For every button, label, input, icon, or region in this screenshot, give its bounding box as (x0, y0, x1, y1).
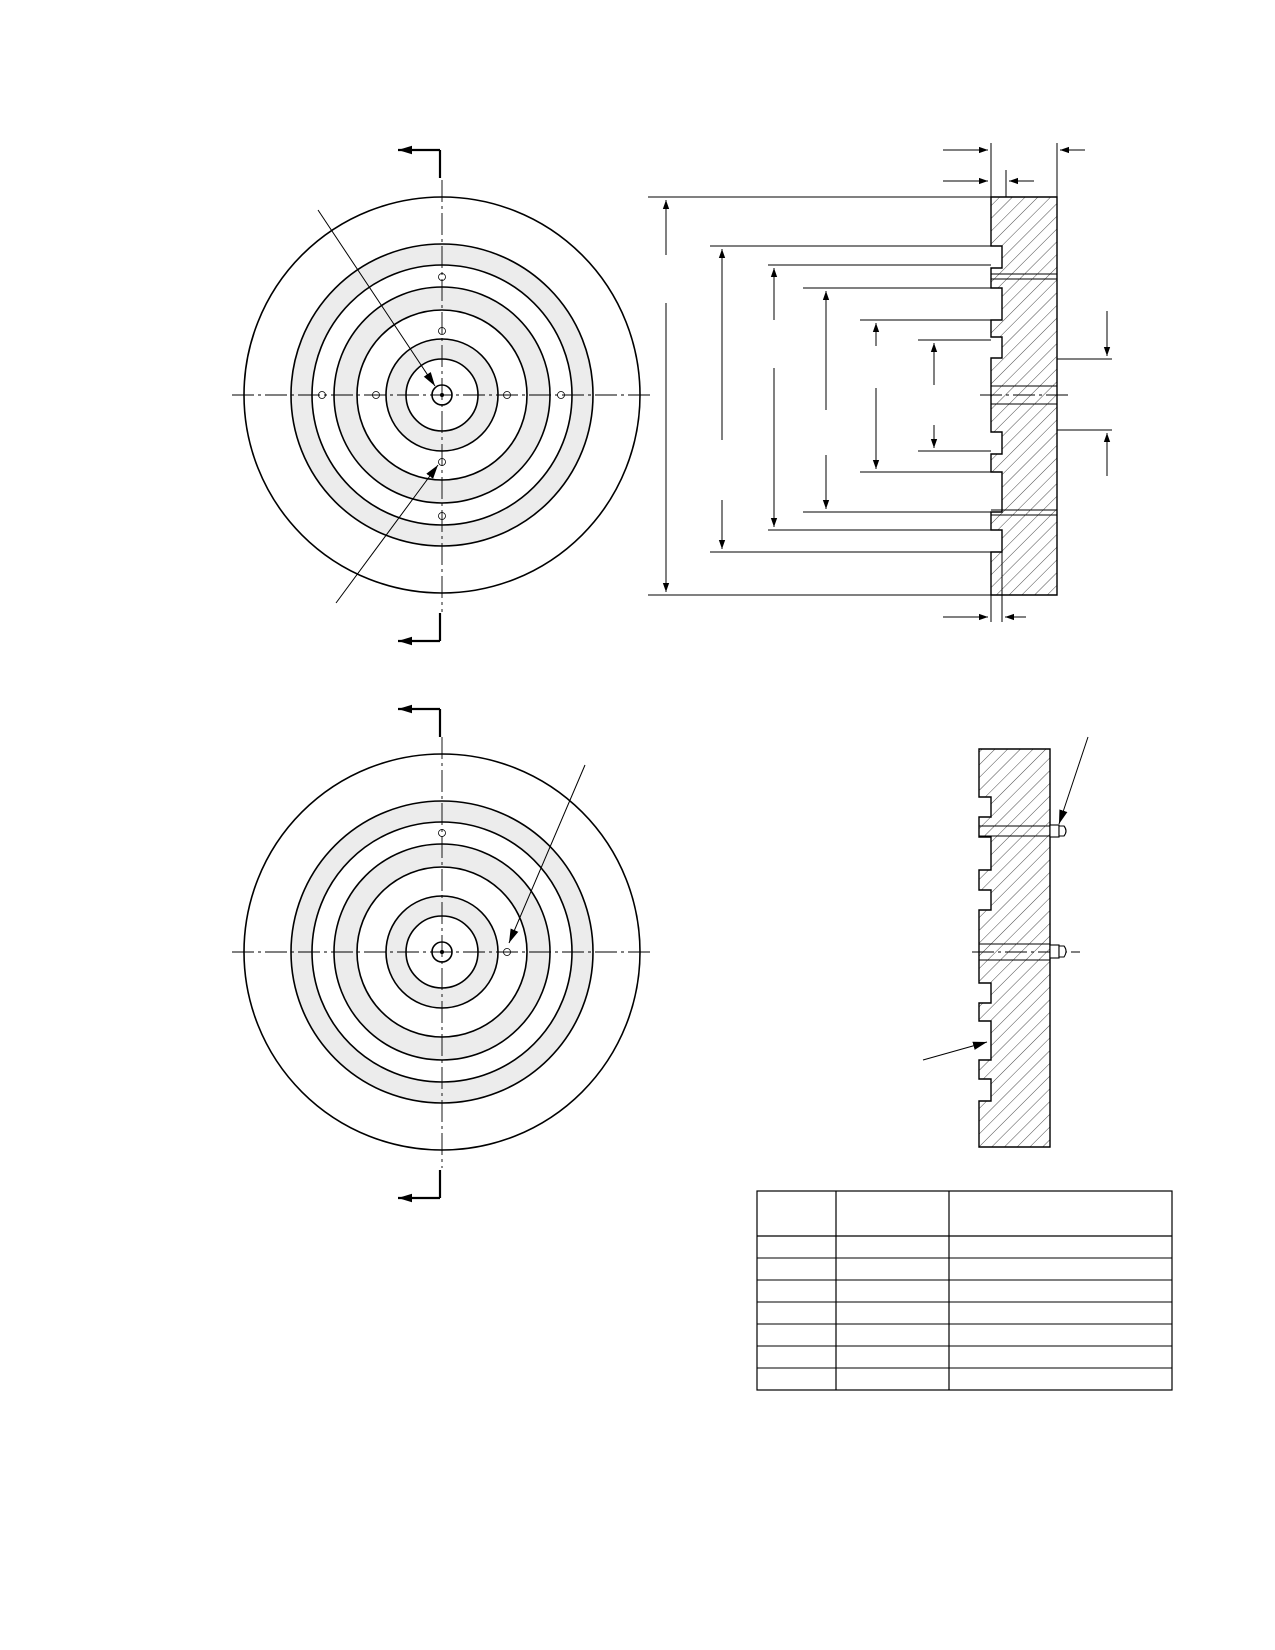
leader-line (1058, 736, 1089, 825)
leader-line (508, 764, 586, 944)
section-body (978, 748, 1051, 1148)
leader-line (922, 1041, 988, 1061)
front-view-lower (232, 704, 652, 1203)
leader-line (317, 209, 436, 387)
parts-table (756, 1190, 1173, 1391)
front-view-upper (232, 145, 652, 646)
pin (1049, 824, 1067, 838)
section-body (990, 196, 1058, 596)
section-view-lower (922, 736, 1089, 1148)
pin (1049, 944, 1067, 959)
leader-line (335, 464, 439, 604)
section-view-upper (648, 143, 1112, 622)
